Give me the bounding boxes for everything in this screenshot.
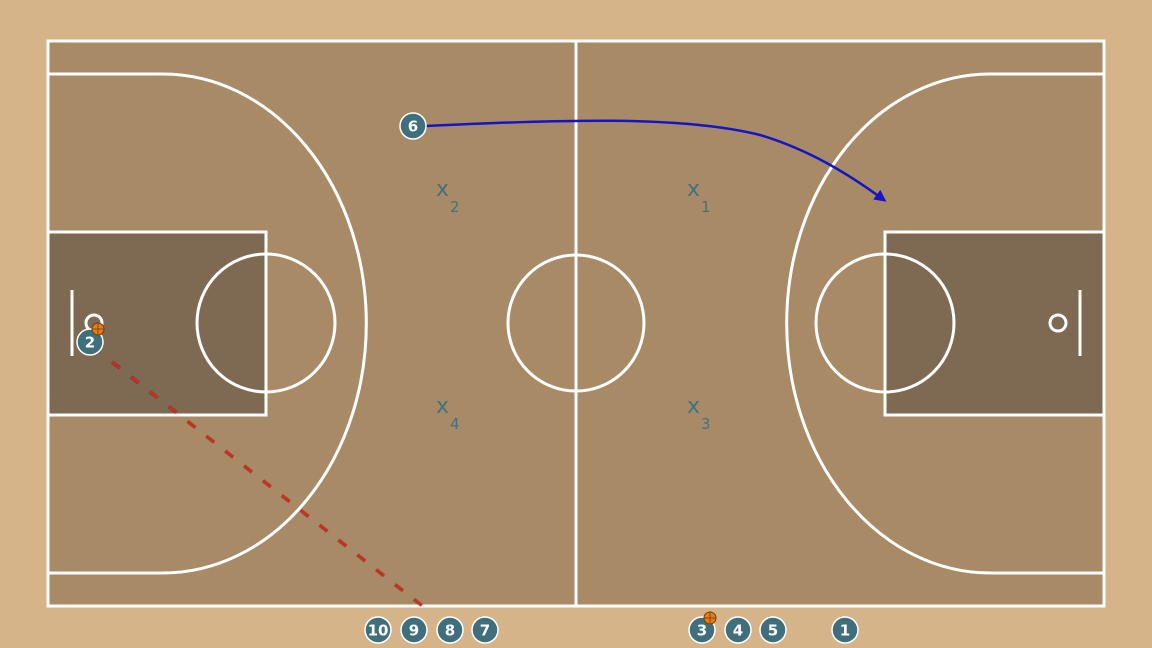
right-rim	[1048, 313, 1068, 333]
player-9-number: 9	[409, 622, 419, 640]
player-6[interactable]: 6	[399, 112, 427, 140]
defender-x1-sub: 1	[701, 198, 711, 216]
player-4[interactable]: 4	[724, 616, 752, 644]
player-7-number: 7	[480, 622, 490, 640]
defender-x2-mark: x	[436, 177, 449, 202]
player-1-badge	[831, 616, 859, 644]
left-free-throw-circle	[195, 252, 337, 394]
defender-x4-mark: x	[436, 394, 449, 419]
defender-x2-sub: 2	[450, 198, 460, 216]
court-lines	[46, 39, 1106, 608]
player-6-badge	[399, 112, 427, 140]
action-lines	[110, 119, 887, 614]
player-8-number: 8	[445, 622, 455, 640]
player-5[interactable]: 5	[759, 616, 787, 644]
right-key-outline	[883, 230, 1106, 417]
right-free-throw-circle	[814, 252, 956, 394]
defender-x3-mark: x	[687, 394, 700, 419]
player-8[interactable]: 8	[436, 616, 464, 644]
pass-line-red	[111, 361, 431, 613]
player-5-number: 5	[768, 622, 778, 640]
defender-x3-sub: 3	[701, 415, 711, 433]
player-9[interactable]: 9	[400, 616, 428, 644]
player-5-badge	[759, 616, 787, 644]
defender-x4[interactable]: x 4	[436, 394, 460, 433]
defender-x1[interactable]: x 1	[687, 177, 711, 216]
defender-x3[interactable]: x 3	[687, 394, 711, 433]
player-2[interactable]: 2	[76, 322, 105, 356]
player-1-number: 1	[840, 622, 850, 640]
basketball-icon	[703, 611, 717, 625]
cut-arrow	[425, 119, 887, 202]
player-10-badge	[364, 616, 392, 644]
player-4-badge	[724, 616, 752, 644]
player-7-badge	[471, 616, 499, 644]
player-7[interactable]: 7	[471, 616, 499, 644]
player-2-badge	[76, 328, 104, 356]
right-paint	[885, 232, 1104, 415]
player-4-number: 4	[733, 622, 743, 640]
left-key-outline	[46, 230, 268, 417]
player-6-number: 6	[408, 118, 418, 136]
player-1[interactable]: 1	[831, 616, 859, 644]
player-2-number: 2	[85, 334, 95, 352]
player-10[interactable]: 10	[364, 616, 392, 644]
defender-x2[interactable]: x 2	[436, 177, 460, 216]
player-9-badge	[400, 616, 428, 644]
defender-x4-sub: 4	[450, 415, 460, 433]
defender-x1-mark: x	[687, 177, 700, 202]
right-three-point-arc	[785, 72, 1104, 575]
left-three-point-arc	[48, 72, 368, 575]
left-paint	[48, 232, 266, 415]
player-10-number: 10	[368, 622, 389, 640]
player-3-number: 3	[697, 622, 707, 640]
center-circle	[506, 253, 646, 393]
basketball-icon	[91, 322, 105, 336]
player-8-badge	[436, 616, 464, 644]
player-3[interactable]: 3	[688, 611, 717, 644]
